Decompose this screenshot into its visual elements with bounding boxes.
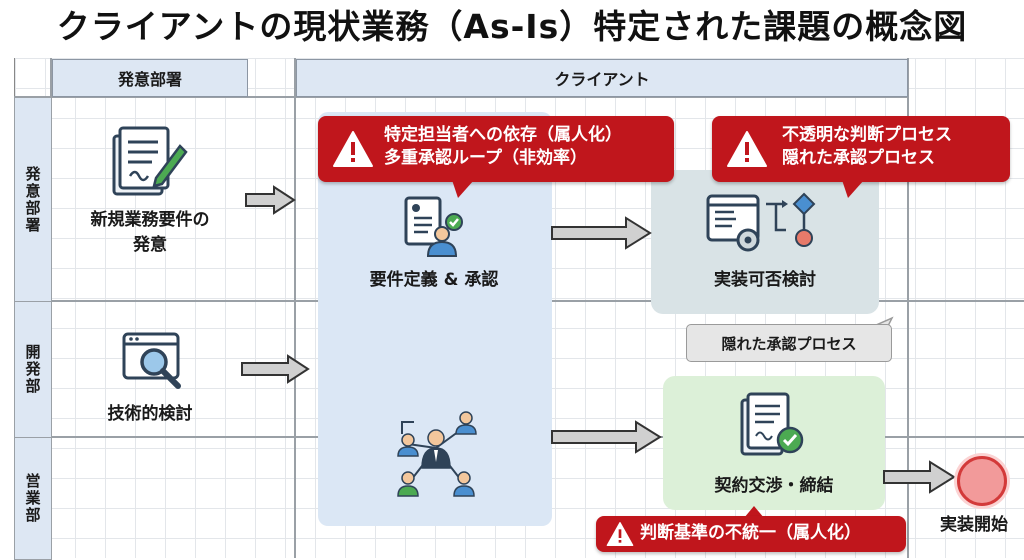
column-header-label: クライアント xyxy=(554,70,650,89)
tech-review-label: 技術的検討 xyxy=(107,404,193,424)
divider xyxy=(907,58,909,558)
diagram-title: クライアントの現状業務（As-Is）特定された課題の概念図 xyxy=(56,7,968,46)
warning-banner-opaque: 不透明な判断プロセス 隠れた承認プロセス xyxy=(712,116,1010,182)
warning-banner-dependency: 特定担当者への依存（属人化） 多重承認ループ（非効率） xyxy=(318,116,674,182)
lane-label-dev: 開発部 xyxy=(14,301,52,438)
magnifier-window-icon xyxy=(122,332,181,389)
new-request-label: 新規業務要件の 発意 xyxy=(72,208,228,258)
team-network-icon xyxy=(397,411,477,497)
lane-label-text: 営業部 xyxy=(23,473,42,524)
contract-label: 契約交渉・締結 xyxy=(714,476,834,496)
document-pen-icon xyxy=(112,126,188,196)
flow-arrow xyxy=(241,354,310,384)
contract-document-icon xyxy=(740,392,804,456)
divider xyxy=(294,58,296,558)
warning-icon xyxy=(333,131,373,167)
impl-review-box xyxy=(651,170,879,314)
flow-arrow xyxy=(883,460,956,494)
impl-review-label: 実装可否検討 xyxy=(714,270,816,290)
warning-pointer xyxy=(842,180,864,198)
flow-arrow xyxy=(551,216,652,250)
warning-text: 特定担当者への依存（属人化） xyxy=(384,125,622,145)
lane-label-text: 開発部 xyxy=(23,344,42,395)
process-gear-icon xyxy=(706,192,816,252)
hidden-approval-callout: 隠れた承認プロセス xyxy=(686,324,892,362)
column-header-dept: 発意部署 xyxy=(52,59,248,97)
warning-text: 隠れた承認プロセス xyxy=(782,148,935,168)
warning-icon xyxy=(727,131,767,167)
column-header-client: クライアント xyxy=(296,59,908,97)
label-line: 発意 xyxy=(133,235,167,255)
requirements-person-icon xyxy=(404,196,463,257)
label-line: 新規業務要件の xyxy=(90,210,210,230)
req-def-label: 要件定義 & 承認 xyxy=(369,270,499,290)
column-header-label: 発意部署 xyxy=(117,70,182,89)
lane-label-sales: 営業部 xyxy=(14,437,52,560)
warning-icon xyxy=(606,522,634,546)
flow-arrow xyxy=(245,185,296,215)
lane-label-text: 発意部署 xyxy=(23,165,42,234)
warning-pointer xyxy=(452,180,474,198)
end-label: 実装開始 xyxy=(940,515,1008,535)
warning-text: 多重承認ループ（非効率） xyxy=(384,148,587,168)
warning-banner-criteria: 判断基準の不統一（属人化） xyxy=(596,516,906,552)
lane-label-dept: 発意部署 xyxy=(14,97,52,302)
warning-text: 判断基準の不統一（属人化） xyxy=(640,523,861,543)
end-node xyxy=(957,456,1007,506)
flow-arrow xyxy=(551,420,662,454)
warning-text: 不透明な判断プロセス xyxy=(782,125,952,145)
warning-pointer xyxy=(744,506,764,518)
